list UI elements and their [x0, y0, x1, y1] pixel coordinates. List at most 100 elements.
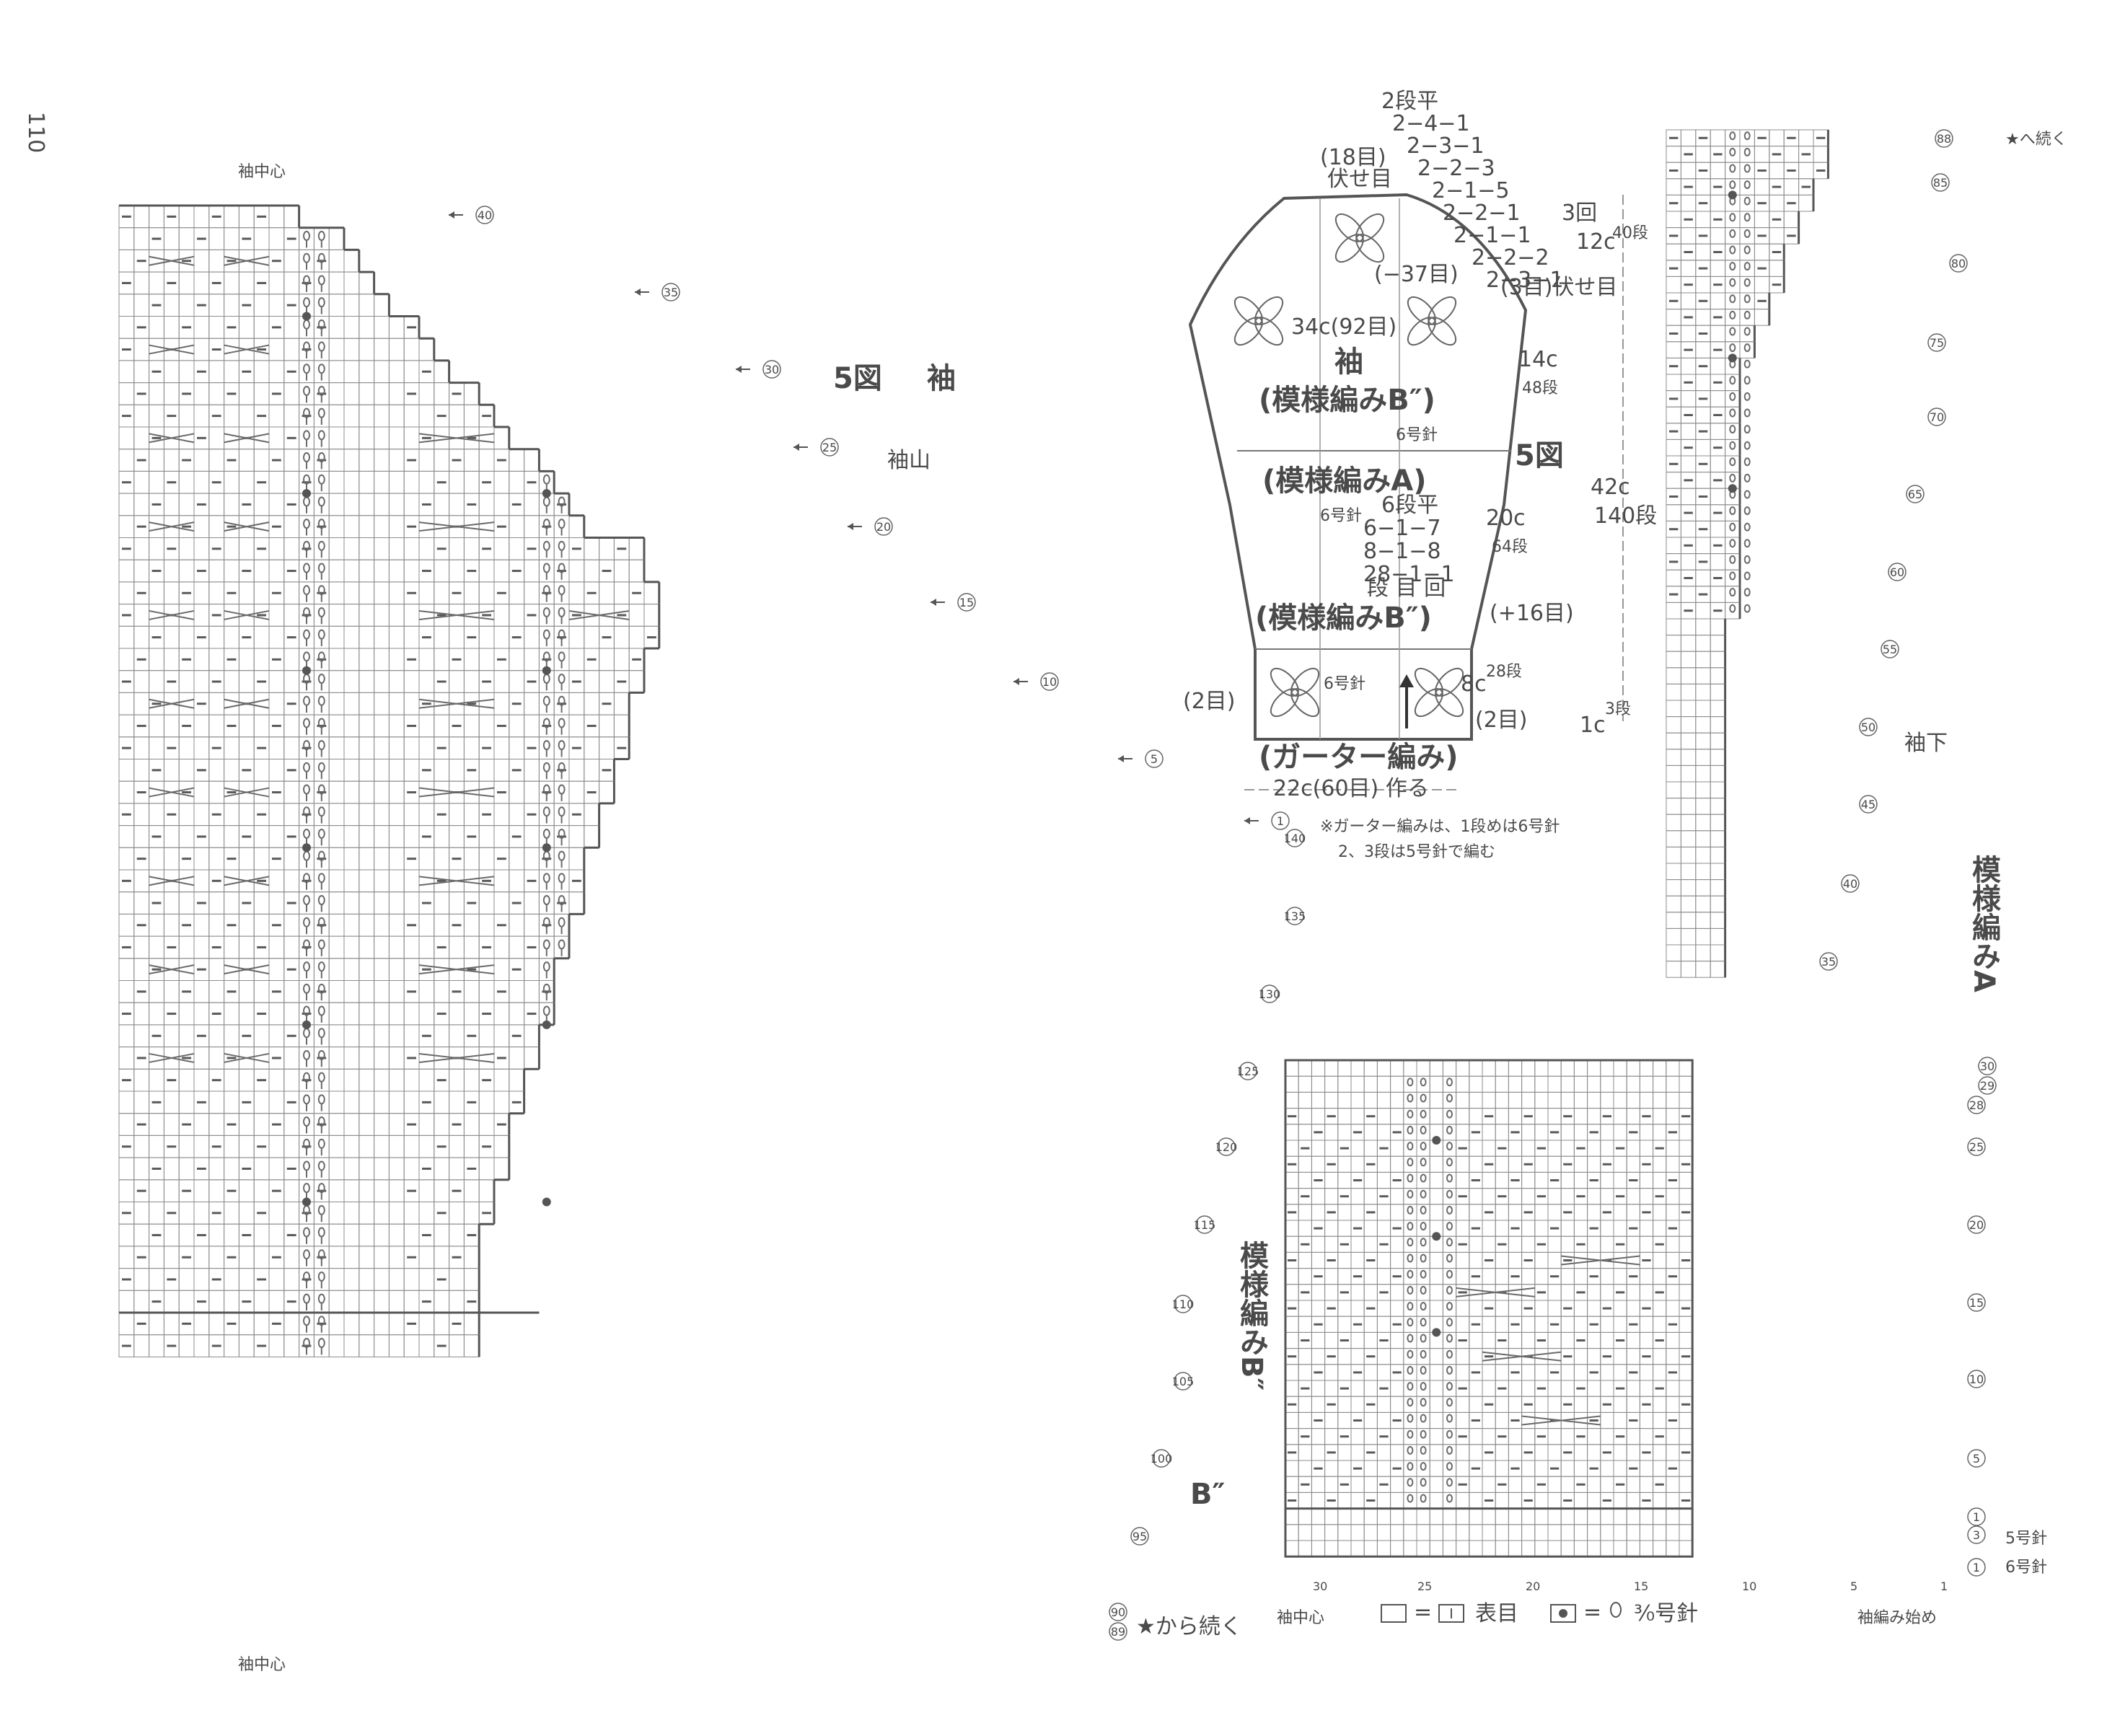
note-line: 2、3段は5号針で編む: [1338, 843, 1495, 861]
row-number: 60: [1890, 565, 1904, 579]
underarm-row-marker: 80: [1949, 254, 1968, 273]
decrease-row: 2−1−5: [1432, 178, 1510, 203]
cuff-row-marker: 25: [1967, 1137, 1986, 1156]
note-line: ※ガーター編みは、1段めは6号針: [1320, 818, 1560, 836]
width-top: 34c(92目): [1291, 314, 1397, 340]
bind-off-label: 伏せ目: [1327, 167, 1392, 192]
pattern-b-lower-label: (模様編みB″): [1255, 602, 1432, 635]
row-number: 35: [664, 286, 678, 299]
underarm-row-marker: 50: [1859, 718, 1878, 736]
cuff-row-marker: 29: [1978, 1076, 1997, 1095]
underarm-row-marker: 55: [1881, 640, 1899, 658]
center-label-top: 袖中心: [238, 163, 286, 181]
underarm-row-marker: 88: [1935, 129, 1953, 148]
cap-row-marker: 25: [820, 438, 839, 457]
row-number: 40: [478, 208, 492, 222]
figure-number: 5図: [833, 362, 882, 395]
knit-stitch-icon: [1438, 1604, 1464, 1623]
cuff-column-number: 1: [1940, 1579, 1948, 1593]
bobble-symbol: [542, 1020, 551, 1029]
bobble-symbol: [302, 489, 311, 498]
bobble-symbol: [302, 843, 311, 852]
flower-motif-icon: [1414, 667, 1464, 718]
needle-size: 6号針: [1396, 426, 1438, 444]
cuff-rows: 28段: [1486, 663, 1522, 681]
sleeve-title: 袖: [927, 362, 956, 395]
cap-row-marker: 35: [661, 283, 680, 301]
row-number: 15: [1969, 1296, 1984, 1310]
edge-stitches-right: (2目): [1475, 708, 1528, 733]
cuff-start-label: 袖編み始め: [1857, 1609, 1937, 1627]
row-number: 15: [959, 596, 974, 609]
upper-height: 14c: [1518, 347, 1558, 372]
upper-rows: 48段: [1522, 379, 1558, 397]
row-number: 3: [1973, 1528, 1980, 1542]
sleeve-schematic: [1188, 193, 1624, 790]
decrease-row: 2−1−1: [1453, 223, 1531, 248]
row-number: 85: [1933, 176, 1948, 190]
bobble-symbol: [302, 312, 311, 321]
row-number: 115: [1194, 1218, 1216, 1232]
row-number: 95: [1132, 1530, 1147, 1543]
row-number: 110: [1172, 1297, 1195, 1311]
bobble-symbol: [302, 666, 311, 675]
bobble-symbol: [302, 1020, 311, 1029]
cuff-column-number: 30: [1313, 1579, 1327, 1593]
body-row-marker: 135: [1284, 907, 1306, 925]
increase-header: 段 目 回: [1367, 576, 1446, 601]
cuff-row-marker: 1: [1967, 1507, 1986, 1526]
body-row-marker: 115: [1194, 1215, 1216, 1234]
row-number: 1: [1973, 1510, 1980, 1524]
body-row-marker: 130: [1259, 984, 1281, 1003]
cast-on-label: 22c(60目) 作る: [1273, 776, 1429, 801]
row-number: 80: [1951, 257, 1966, 270]
sleeve-cap-label: 袖山: [887, 448, 931, 473]
row-number: 130: [1259, 987, 1281, 1001]
needle-size: 6号針: [1320, 507, 1362, 525]
total-height: 42c: [1591, 475, 1630, 500]
cuff-row-marker: 30: [1978, 1057, 1997, 1075]
decrease-row: 2−2−2: [1472, 245, 1549, 270]
diagram-labels: 1105図袖袖山袖下模様編みA模様編みB″B″2段平2−4−12−3−12−2−…: [23, 89, 2067, 1674]
flower-motif-icon: [1334, 213, 1385, 263]
flower-motif-icon: [1270, 667, 1320, 718]
cuff-center-label: 袖中心: [1277, 1609, 1324, 1627]
row-number: 1: [1277, 814, 1284, 828]
total-rows: 140段: [1594, 503, 1657, 529]
row-number: 88: [1937, 132, 1951, 146]
knit-symbol-icon: [1381, 1604, 1407, 1623]
increase-row: 6−1−7: [1363, 516, 1441, 541]
cap-row-marker: 40: [475, 206, 494, 224]
row-number: 29: [1980, 1079, 1994, 1093]
pattern-a-label: (模様編みA): [1262, 464, 1427, 498]
cap-row-marker: 15: [957, 593, 976, 612]
decrease-row: 2−2−1: [1443, 201, 1521, 226]
cuff-chart-grid: [1284, 1059, 1694, 1558]
underarm-row-marker: 70: [1927, 407, 1946, 426]
body-row-marker: 95: [1130, 1527, 1149, 1546]
underarm-row-marker: 60: [1888, 563, 1906, 581]
pattern-a-vertical-label: 模様編みA: [1967, 855, 2001, 992]
underarm-row-marker: 85: [1931, 173, 1950, 192]
row-number: 100: [1151, 1452, 1173, 1466]
increase-row: 6段平: [1381, 493, 1438, 518]
cap-row-marker: 30: [762, 360, 781, 379]
legend-knit-label: 表目: [1475, 1601, 1518, 1626]
sleeve-label: 袖: [1334, 345, 1363, 379]
cap-height: 12c: [1576, 229, 1616, 255]
page-number: 110: [23, 112, 48, 153]
cuff-row-marker: 1: [1967, 1558, 1986, 1577]
continue-to-label: ★へ続く: [2005, 131, 2067, 149]
needle-5-label: 5号針: [2005, 1530, 2047, 1548]
cap-row-marker: 10: [1040, 672, 1059, 691]
row-number: 70: [1930, 410, 1944, 424]
flower-motif-icon: [1407, 296, 1457, 346]
underarm-row-marker: 45: [1859, 795, 1878, 814]
row-number: 10: [1969, 1373, 1984, 1386]
row-number: 120: [1215, 1140, 1238, 1154]
bobble-symbol-icon: [1550, 1604, 1576, 1623]
body-row-marker: 90: [1109, 1603, 1127, 1621]
flower-motif-icon: [1233, 296, 1284, 346]
bobble-symbol: [542, 666, 551, 675]
body-row-marker: 140: [1284, 829, 1306, 847]
